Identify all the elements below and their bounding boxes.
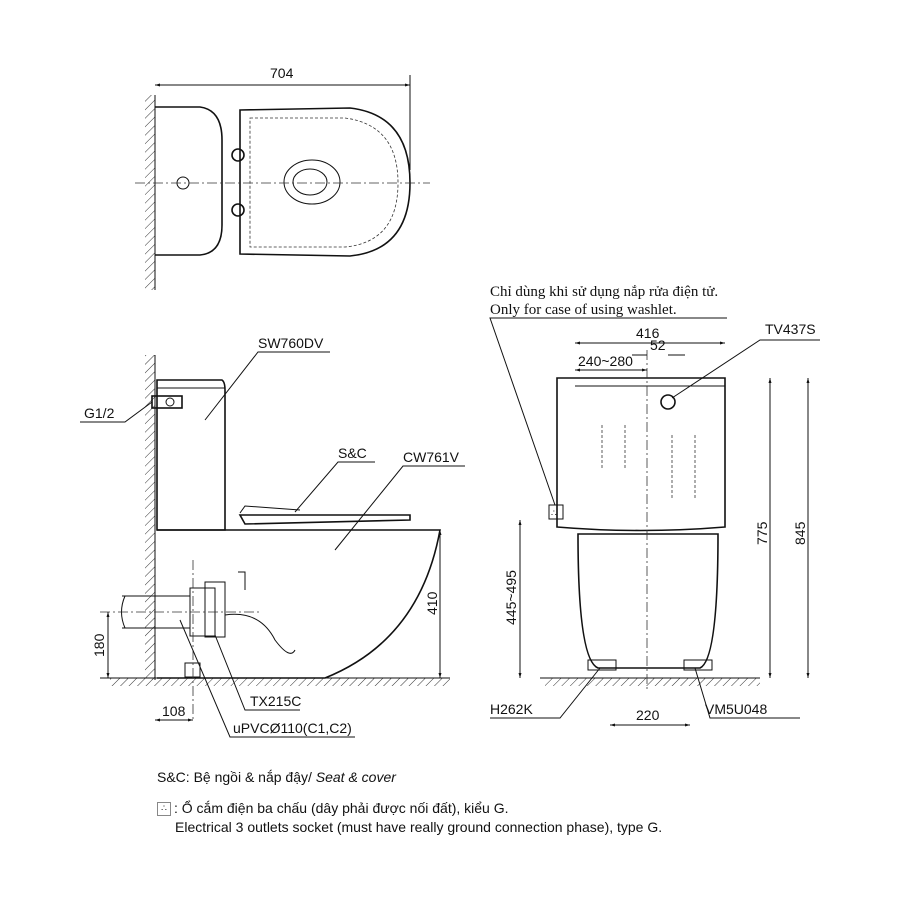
bowl-outline xyxy=(239,107,411,257)
floor-hatch xyxy=(110,678,450,686)
socket-note-row: ∴: Ổ cắm điện ba chấu (dây phải được nối… xyxy=(157,799,662,818)
tank-internals xyxy=(601,425,696,500)
side-dim-outlet: 180 xyxy=(91,633,107,657)
trapway xyxy=(224,613,296,654)
socket-note-en: Electrical 3 outlets socket (must have r… xyxy=(175,819,663,835)
leader-line xyxy=(179,619,355,738)
side-dim-height: 410 xyxy=(424,591,440,615)
bowl-opening xyxy=(283,159,341,205)
washlet-note-en: Only for case of using washlet. xyxy=(490,302,677,318)
tank-label: SW760DV xyxy=(258,335,324,351)
front-dim-845: 845 xyxy=(792,521,808,545)
leader-line xyxy=(80,401,153,423)
floor-hatch xyxy=(545,678,760,686)
seat-label: S&C xyxy=(338,445,367,461)
side-dim-wall: 108 xyxy=(162,703,186,719)
tank-outline xyxy=(156,379,226,531)
seat-outline xyxy=(238,514,411,525)
front-dim-inlet: 240~280 xyxy=(578,353,633,369)
socket-symbol-icon: ∴ xyxy=(157,802,171,817)
pipe-flange xyxy=(204,581,226,638)
leader-line xyxy=(334,465,465,551)
leader-line xyxy=(490,667,601,719)
washlet-note-vi: Chỉ dùng khi sử dụng nắp rửa điện tử. xyxy=(490,284,718,300)
hinge xyxy=(231,203,245,217)
tank-outline xyxy=(155,106,223,256)
front-dim-bolt: 220 xyxy=(636,707,660,723)
trapway xyxy=(238,571,246,590)
right-part-label: VM5U048 xyxy=(705,701,767,717)
wall-hatch xyxy=(145,355,155,680)
floor-bolt xyxy=(587,659,617,671)
bowl-drain xyxy=(292,168,328,196)
top-view: 704 xyxy=(135,65,430,290)
front-dim-775: 775 xyxy=(754,521,770,545)
socket-icon-glyph: ∴ xyxy=(551,508,557,518)
pipe-label: uPVCØ110(C1,C2) xyxy=(233,720,352,736)
floor-bolt xyxy=(683,659,713,671)
top-dim-width: 704 xyxy=(270,65,294,81)
front-view: Chỉ dùng khi sử dụng nắp rửa điện tử. On… xyxy=(489,284,820,727)
floor-outlet xyxy=(184,662,201,678)
sc-note: S&C: Bệ ngồi & nắp đậy/ xyxy=(157,769,316,785)
tank-outline xyxy=(556,377,726,532)
front-dim-width: 416 xyxy=(636,325,660,341)
socket-icon xyxy=(548,504,564,520)
leader-line xyxy=(214,634,300,711)
leader-line xyxy=(204,351,330,421)
leader-line xyxy=(694,667,800,719)
wall-hatch xyxy=(145,95,155,290)
hinge xyxy=(231,148,245,162)
front-dim-offset: 52 xyxy=(650,337,666,353)
valve-label: TV437S xyxy=(765,321,816,337)
leader-line xyxy=(671,339,820,399)
cover-outline xyxy=(239,505,301,514)
side-view: 410 180 108 SW760DV G1/2 S&C CW761V TX21… xyxy=(80,335,465,738)
leader-line xyxy=(294,461,375,513)
leader-line xyxy=(489,317,727,506)
front-dim-socket: 445~495 xyxy=(503,570,519,625)
bowl-outline xyxy=(157,529,441,679)
sc-note-en: Seat & cover xyxy=(315,769,396,785)
bowl-label: CW761V xyxy=(403,449,460,465)
bowl-outline xyxy=(577,533,719,669)
seat-outline xyxy=(249,117,399,248)
sc-note-row: S&C: Bệ ngồi & nắp đậy/ Seat & cover xyxy=(157,768,662,787)
legend-notes: S&C: Bệ ngồi & nắp đậy/ Seat & cover ∴: … xyxy=(157,768,662,837)
socket-note-vi: : Ổ cắm điện ba chấu (dây phải được nối … xyxy=(174,800,509,816)
inlet-valve-knob xyxy=(165,397,175,407)
inlet-valve xyxy=(660,394,676,410)
inlet-label: G1/2 xyxy=(84,405,115,421)
flange-label: TX215C xyxy=(250,693,301,709)
left-part-label: H262K xyxy=(490,701,533,717)
